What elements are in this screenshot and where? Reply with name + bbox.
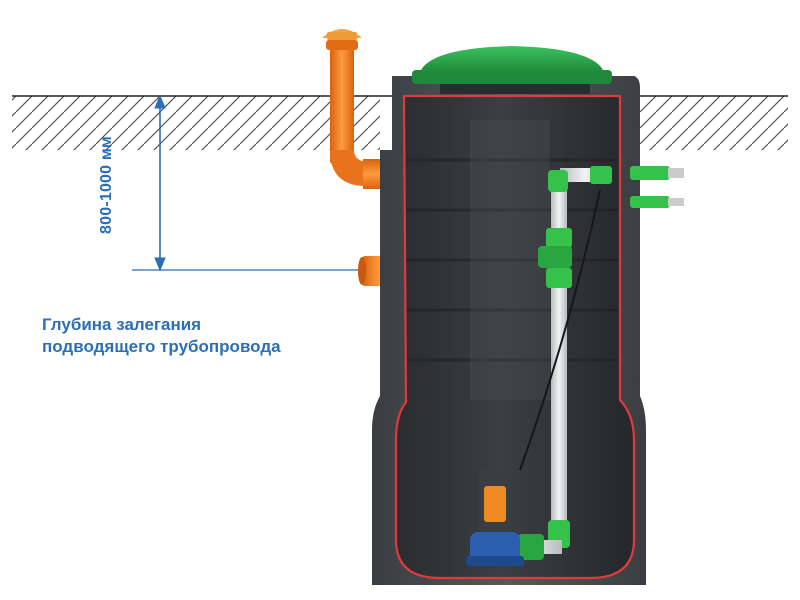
depth-dimension-label: 800-1000 мм <box>98 136 115 234</box>
riser-pipe <box>490 166 612 560</box>
caption-line-1: Глубина залегания <box>42 315 202 334</box>
drainage-pump <box>466 470 524 566</box>
tank-body <box>372 76 646 585</box>
depth-caption: Глубина залегания подводящего трубопрово… <box>42 314 362 358</box>
tank-lid <box>412 46 612 94</box>
depth-dimension <box>132 94 360 272</box>
caption-line-2: подводящего трубопровода <box>42 337 281 356</box>
outlet-fittings <box>630 166 684 208</box>
